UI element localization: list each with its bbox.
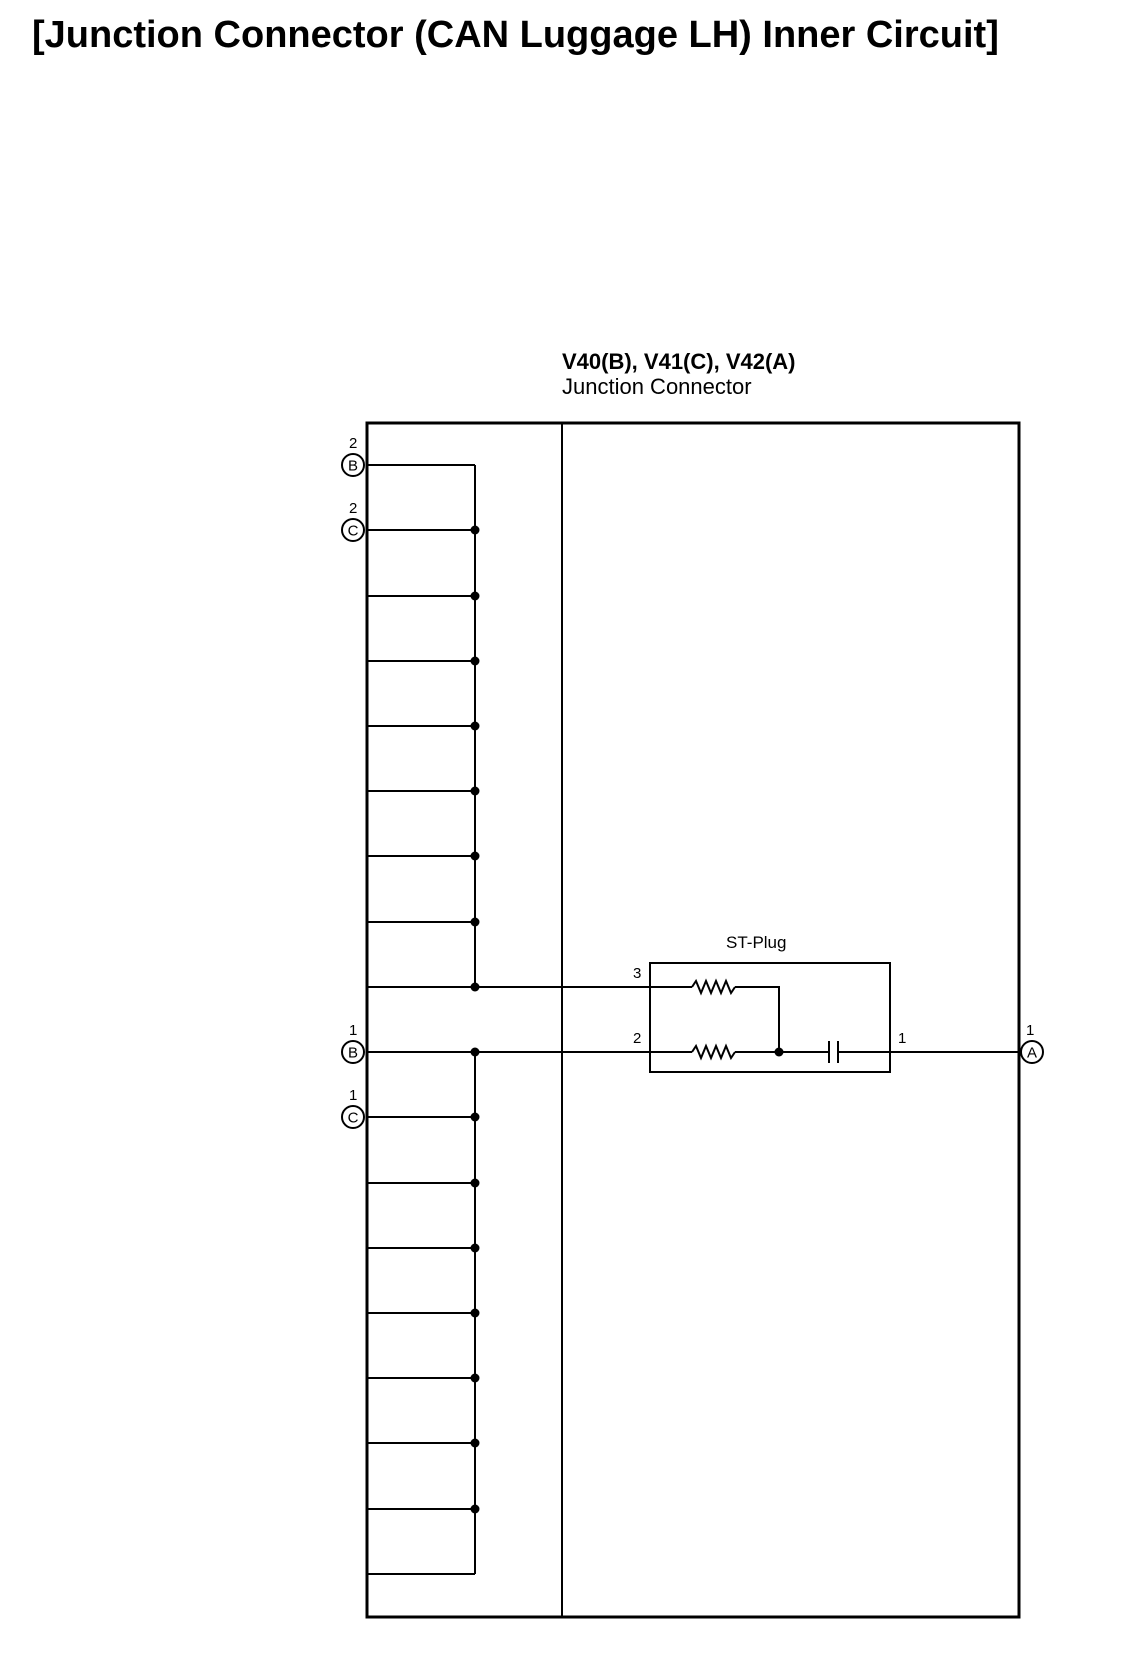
terminal-b2: 2 B	[341, 435, 365, 477]
terminal-b1-letter: B	[348, 1045, 358, 1062]
st-plug-pin-2: 2	[633, 1030, 641, 1047]
st-plug-box	[649, 962, 891, 1073]
terminal-b2-letter: B	[348, 458, 358, 475]
terminal-c1-letter: C	[348, 1110, 359, 1127]
terminal-a1: 1 A	[1020, 1022, 1044, 1064]
upper-bus	[367, 464, 650, 988]
upper-bus-junctions	[470, 525, 480, 992]
connector-name: Junction Connector	[562, 374, 752, 399]
terminal-c1: 1 C	[341, 1087, 365, 1129]
lower-bus	[367, 1051, 650, 1575]
connector-outline	[365, 421, 1021, 1619]
terminal-a1-letter: A	[1027, 1045, 1037, 1062]
st-plug-pin-3: 3	[633, 965, 641, 982]
terminal-c2: 2 C	[341, 500, 365, 542]
st-plug-junction	[774, 1047, 784, 1057]
lower-bus-junctions	[470, 1047, 480, 1514]
connector-code: V40(B), V41(C), V42(A)	[562, 349, 796, 374]
terminal-b1: 1 B	[341, 1022, 365, 1064]
terminal-a1-pin: 1	[1026, 1022, 1034, 1039]
st-plug: ST-Plug 3 2 1	[633, 933, 906, 1073]
page-title: [Junction Connector (CAN Luggage LH) Inn…	[32, 14, 999, 56]
terminal-c2-pin: 2	[349, 500, 357, 517]
resistor-icon	[691, 978, 736, 996]
resistor-icon	[691, 1043, 736, 1061]
terminal-c2-letter: C	[348, 523, 359, 540]
terminal-b2-pin: 2	[349, 435, 357, 452]
st-plug-label: ST-Plug	[726, 933, 786, 952]
terminal-c1-pin: 1	[349, 1087, 357, 1104]
st-plug-line-3b	[735, 986, 780, 1052]
st-plug-pin-1: 1	[898, 1030, 906, 1047]
terminal-b1-pin: 1	[349, 1022, 357, 1039]
